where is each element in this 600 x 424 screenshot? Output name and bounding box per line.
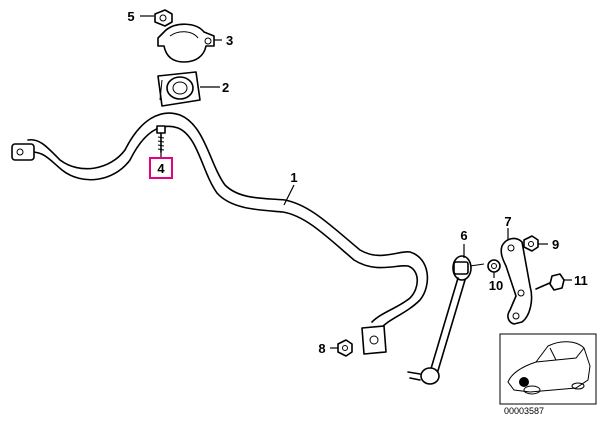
callout-1: 1 [290, 170, 297, 185]
leader-lines [140, 15, 572, 349]
hex-nut-top[interactable] [154, 9, 173, 27]
hex-bolt[interactable] [156, 125, 166, 153]
callout-5: 5 [127, 9, 134, 24]
stabilizer-bar[interactable] [11, 112, 429, 355]
callout-4-highlight [149, 157, 173, 179]
washer[interactable] [487, 259, 501, 273]
rubber-mounting-bushing[interactable] [157, 71, 201, 107]
callout-7: 7 [504, 214, 511, 229]
inset-ref-number: 00003587 [504, 406, 544, 416]
link-bracket[interactable] [500, 237, 533, 325]
callout-4: 4 [157, 161, 165, 176]
callout-11: 11 [574, 273, 588, 288]
callout-10: 10 [489, 278, 503, 293]
callout-labels: 5 3 2 4 1 6 7 9 10 11 8 [127, 9, 587, 356]
callout-9: 9 [552, 237, 559, 252]
hex-bolt-right[interactable] [535, 273, 565, 291]
vehicle-location-inset: 00003587 [499, 333, 597, 416]
callout-6: 6 [460, 228, 467, 243]
stabilizer-bracket[interactable] [157, 23, 215, 63]
stabilizer-link[interactable] [407, 255, 485, 385]
car-outline-icon [507, 341, 591, 395]
hex-nut-lower[interactable] [337, 339, 353, 357]
callout-2: 2 [222, 80, 229, 95]
location-marker [519, 377, 529, 387]
callout-8: 8 [318, 341, 325, 356]
hex-nut-right[interactable] [523, 235, 539, 252]
callout-3: 3 [226, 33, 233, 48]
